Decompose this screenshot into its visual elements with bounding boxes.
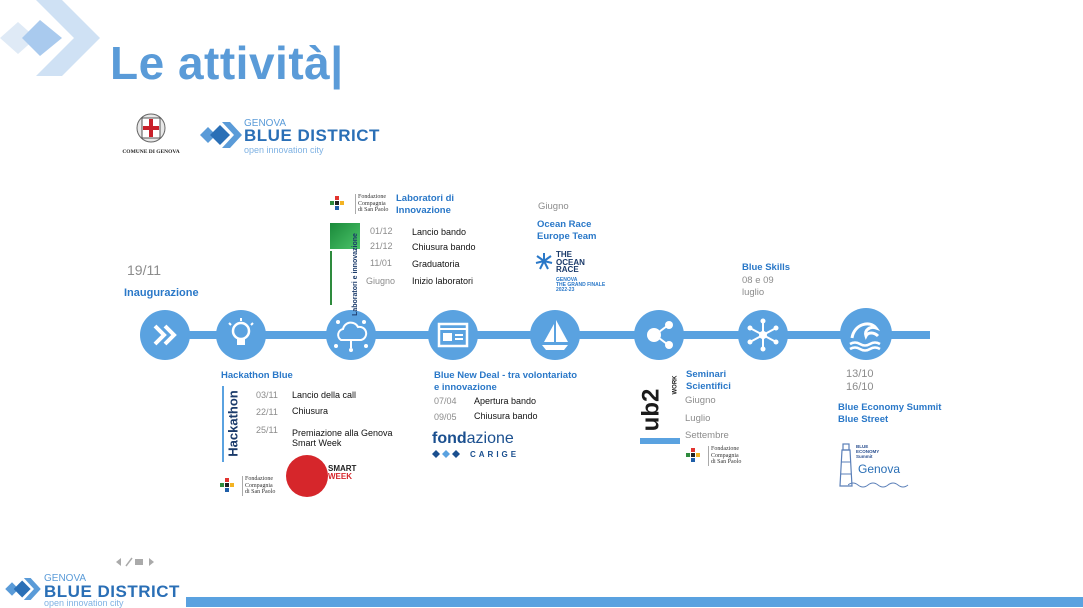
double-chevron-icon xyxy=(153,324,177,346)
ocean-month: Giugno xyxy=(538,201,569,212)
slide-nav-icons[interactable] xyxy=(116,557,154,567)
timeline-node-summit xyxy=(840,308,892,360)
hackathon-vertical-logo: Hackathon xyxy=(222,386,248,462)
pen-icon[interactable] xyxy=(125,557,133,567)
user-share-icon xyxy=(647,321,673,349)
timeline-node-inaugurazione xyxy=(140,310,190,360)
blue-economy-summit-logo: BLUE ECONOMY Summit Genova xyxy=(834,442,918,492)
timeline-node-hackathon xyxy=(216,310,266,360)
mosaic-icon xyxy=(330,196,344,210)
seminari-sponsor-logo: Fondazione Compagnia di San Paolo xyxy=(686,446,748,468)
lighthouse-icon xyxy=(839,443,853,487)
next-arrow-icon[interactable] xyxy=(149,558,154,566)
mosaic-icon xyxy=(686,448,700,462)
lightbulb-icon xyxy=(228,318,254,345)
blue-district-logo: GENOVA BLUE DISTRICT open innovation cit… xyxy=(200,118,400,155)
chevron-logo-icon xyxy=(0,0,100,76)
laboratori-sponsor-logo: Fondazione Compagnia di San Paolo xyxy=(330,194,390,216)
laboratori-title: Laboratori di Innovazione xyxy=(396,193,455,216)
blueskills-title: Blue Skills xyxy=(742,262,791,273)
fondazione-carige-logo: fondazione CARIGE xyxy=(432,430,520,459)
ocean-title: Ocean Race Europe Team xyxy=(537,219,597,242)
timeline-node-blueskills xyxy=(738,310,788,360)
footer-bar xyxy=(186,597,1083,607)
laboratori-image xyxy=(330,223,360,249)
hackathon-title: Hackathon Blue xyxy=(221,370,293,381)
timeline-node-ocean xyxy=(530,310,580,360)
summit-dates: 13/10 16/10 xyxy=(846,368,874,393)
timeline-node-laboratori xyxy=(326,310,376,360)
inaugurazione-date: 19/11 xyxy=(127,262,161,278)
smart-week-logo: SMART WEEK xyxy=(286,455,360,497)
timeline-node-seminari xyxy=(634,310,684,360)
timeline-node-bluenewdeal xyxy=(428,310,478,360)
prev-arrow-icon[interactable] xyxy=(116,558,121,566)
bluenewdeal-title: Blue New Deal - tra volontariato e innov… xyxy=(434,370,578,393)
inaugurazione-label: Inaugurazione xyxy=(124,287,199,299)
waves-icon xyxy=(848,482,909,488)
coat-of-arms-icon xyxy=(136,113,166,143)
hackathon-sponsor-logo: Fondazione Compagnia di San Paolo xyxy=(220,476,280,498)
cloud-network-icon xyxy=(334,320,368,352)
wave-icon xyxy=(849,322,881,352)
diamonds-icon xyxy=(432,450,460,458)
network-hub-icon xyxy=(747,318,779,352)
footer-blue-district-logo: GENOVA BLUE DISTRICT open innovation cit… xyxy=(4,573,189,608)
page-title: Le attività| xyxy=(110,37,344,89)
ub2work-logo: ub2 WORK xyxy=(637,374,682,446)
mosaic-icon xyxy=(220,478,234,492)
seminari-title: Seminari Scientifici xyxy=(686,369,731,392)
chevron-icon xyxy=(200,122,242,148)
ocean-race-logo: THE OCEAN RACE GENOVA THE GRAND FINALE 2… xyxy=(535,250,625,298)
browser-window-icon xyxy=(437,322,469,348)
summit-title: Blue Economy Summit Blue Street xyxy=(838,402,942,425)
chevron-icon xyxy=(5,578,41,600)
sunburst-icon xyxy=(535,253,553,270)
menu-icon[interactable] xyxy=(135,559,143,565)
sailboat-icon xyxy=(542,320,568,350)
comune-logo: COMUNE DI GENOVA xyxy=(118,110,184,155)
laboratori-vertical-logo: Laboratori e innovazione xyxy=(330,233,359,316)
